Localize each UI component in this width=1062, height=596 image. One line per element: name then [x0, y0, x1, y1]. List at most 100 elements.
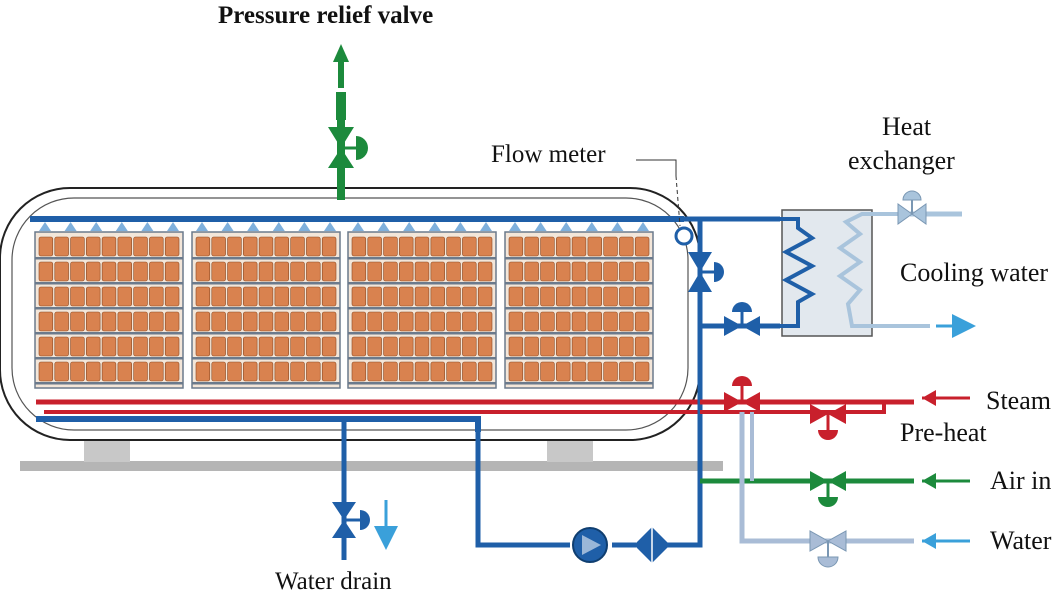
spray-nozzle — [377, 222, 390, 231]
product-can — [367, 261, 382, 282]
tray-shelf — [192, 282, 340, 285]
product-can — [524, 311, 539, 332]
product-can — [571, 236, 587, 257]
product-can — [38, 236, 54, 257]
product-can — [351, 311, 367, 332]
product-can — [306, 261, 321, 282]
spray-nozzle — [196, 222, 208, 231]
flow-meter-icon — [674, 226, 694, 246]
product-can — [462, 361, 477, 382]
product-can — [54, 261, 69, 282]
product-can — [38, 311, 54, 332]
spray-nozzle — [167, 222, 179, 231]
product-can — [587, 236, 602, 257]
product-can — [367, 311, 382, 332]
product-can — [243, 236, 258, 257]
product-can — [414, 236, 430, 257]
product-can — [462, 236, 477, 257]
product-can — [164, 361, 180, 382]
product-can — [571, 286, 587, 307]
product-can — [211, 261, 226, 282]
product-can — [414, 311, 430, 332]
product-can — [54, 311, 69, 332]
product-can — [274, 286, 289, 307]
product-can — [462, 261, 477, 282]
product-can — [351, 236, 367, 257]
product-can — [399, 286, 414, 307]
product-can — [306, 336, 321, 357]
pre-heat-label: Pre-heat — [900, 418, 987, 447]
up-arrow-icon — [333, 44, 349, 62]
tray-shelf — [505, 257, 653, 260]
spray-nozzle — [560, 222, 573, 231]
product-can — [556, 261, 571, 282]
product-can — [70, 336, 85, 357]
product-can — [477, 336, 493, 357]
product-can — [86, 361, 101, 382]
product-can — [54, 236, 69, 257]
tray-shelf — [192, 357, 340, 360]
product-can — [634, 311, 650, 332]
product-can — [619, 236, 634, 257]
product-can — [383, 236, 398, 257]
product-can — [587, 336, 602, 357]
spray-nozzle — [221, 222, 234, 231]
product-can — [306, 286, 321, 307]
product-can — [70, 311, 85, 332]
product-can — [86, 286, 101, 307]
product-can — [164, 311, 180, 332]
product-can — [258, 236, 274, 257]
product-can — [446, 286, 461, 307]
bottom-water-pipe — [36, 416, 481, 432]
product-can — [70, 261, 85, 282]
spray-nozzle — [480, 222, 492, 231]
product-can — [634, 261, 650, 282]
tray-shelf — [35, 332, 183, 335]
spray-nozzle — [454, 222, 467, 231]
product-can — [54, 336, 69, 357]
product-can — [211, 361, 226, 382]
heat-exchanger — [780, 190, 976, 338]
product-can — [414, 336, 430, 357]
product-can — [399, 311, 414, 332]
product-can — [117, 361, 132, 382]
support-foot-left — [84, 440, 130, 462]
spray-nozzle — [324, 222, 336, 231]
product-can — [399, 336, 414, 357]
product-can — [430, 311, 445, 332]
product-can — [540, 236, 555, 257]
spray-nozzle — [403, 222, 416, 231]
product-can — [117, 286, 132, 307]
spray-nozzle — [64, 222, 77, 231]
product-can — [430, 286, 445, 307]
product-can — [619, 311, 634, 332]
product-can — [462, 286, 477, 307]
product-can — [634, 336, 650, 357]
product-can — [414, 261, 430, 282]
product-can — [321, 311, 337, 332]
product-can — [351, 261, 367, 282]
spray-nozzle — [534, 222, 547, 231]
spray-nozzle — [585, 222, 598, 231]
product-can — [446, 361, 461, 382]
product-can — [634, 361, 650, 382]
product-can — [383, 336, 398, 357]
product-can — [86, 311, 101, 332]
product-can — [101, 236, 117, 257]
product-can — [195, 236, 211, 257]
product-can — [38, 361, 54, 382]
product-can — [306, 311, 321, 332]
product-can — [274, 361, 289, 382]
product-can — [351, 336, 367, 357]
product-can — [290, 236, 305, 257]
product-can — [556, 311, 571, 332]
product-can — [540, 311, 555, 332]
product-can — [446, 236, 461, 257]
product-can — [38, 286, 54, 307]
floor-base — [20, 461, 723, 471]
product-can — [603, 261, 618, 282]
product-can — [524, 236, 539, 257]
tray-shelf — [35, 357, 183, 360]
product-can — [117, 236, 132, 257]
